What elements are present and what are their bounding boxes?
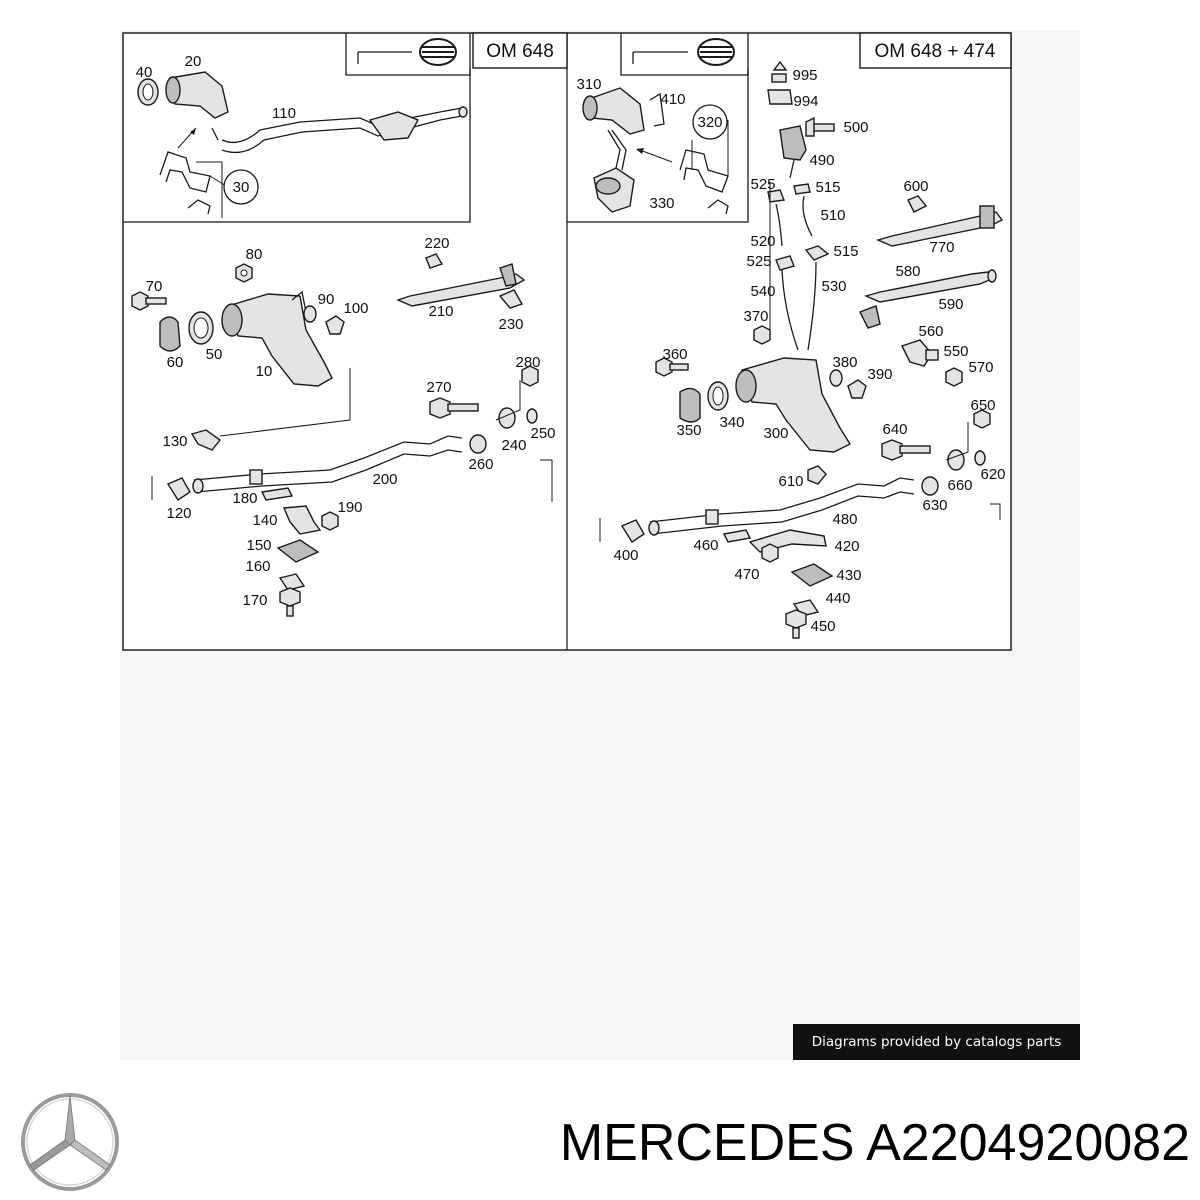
callout: 580 — [895, 263, 920, 280]
callout: 120 — [166, 505, 191, 522]
callout: 400 — [613, 547, 638, 564]
engine-symbol-icon — [419, 38, 457, 66]
engine-symbol-icon — [697, 38, 735, 66]
right-engine-label: OM 648 + 474 — [875, 41, 996, 62]
right-inset-parts — [582, 87, 729, 215]
callout: 510 — [820, 207, 845, 224]
callout: 600 — [903, 178, 928, 195]
right-engine-box — [859, 32, 1012, 69]
callout: 570 — [968, 359, 993, 376]
callout: 90 — [318, 291, 335, 308]
brand-name: MERCEDES — [559, 1114, 855, 1172]
product-title: MERCEDES A2204920082 — [405, 1108, 1190, 1178]
callout: 70 — [146, 278, 163, 295]
callout: 640 — [882, 421, 907, 438]
callout: 530 — [821, 278, 846, 295]
callout: 525 — [750, 176, 775, 193]
left-engine-symbol-box — [345, 33, 471, 76]
callout: 280 — [515, 354, 540, 371]
callout: 630 — [922, 497, 947, 514]
callout: 350 — [676, 422, 701, 439]
callout: 610 — [778, 473, 803, 490]
callout: 450 — [810, 618, 835, 635]
callout: 660 — [947, 477, 972, 494]
callout: 330 — [649, 195, 674, 212]
callout: 160 — [245, 558, 270, 575]
callout: 340 — [719, 414, 744, 431]
callout: 995 — [792, 67, 817, 84]
callout: 140 — [252, 512, 277, 529]
callout: 620 — [980, 466, 1005, 483]
callout: 200 — [372, 471, 397, 488]
callout: 390 — [867, 366, 892, 383]
right-engine-symbol-box — [620, 33, 749, 76]
callout: 420 — [834, 538, 859, 555]
mercedes-star-icon — [21, 1093, 119, 1191]
callout: 260 — [468, 456, 493, 473]
credit-badge: Diagrams provided by catalogs parts — [793, 1024, 1080, 1060]
callout: 30 — [233, 179, 250, 196]
callout: 150 — [246, 537, 271, 554]
callout: 170 — [242, 592, 267, 609]
callout: 20 — [185, 53, 202, 70]
callout: 310 — [576, 76, 601, 93]
right-main-parts — [599, 60, 1004, 639]
callout: 220 — [424, 235, 449, 252]
left-inset-parts — [137, 71, 468, 218]
right-callouts: 995 994 310 410 320 500 490 330 525 515 … — [576, 67, 1005, 635]
right-inset-box — [567, 68, 749, 223]
callout: 560 — [918, 323, 943, 340]
callout: 360 — [662, 346, 687, 363]
callout: 440 — [825, 590, 850, 607]
callout: 270 — [426, 379, 451, 396]
callout: 410 — [660, 91, 685, 108]
callout: 515 — [815, 179, 840, 196]
callout: 540 — [750, 283, 775, 300]
callout: 460 — [693, 537, 718, 554]
callout: 60 — [167, 354, 184, 371]
callout: 430 — [836, 567, 861, 584]
callout: 320 — [697, 114, 722, 131]
callout: 590 — [938, 296, 963, 313]
callout: 515 — [833, 243, 858, 260]
callout: 100 — [343, 300, 368, 317]
callout: 40 — [136, 64, 153, 81]
left-engine-box — [472, 32, 568, 69]
callout: 80 — [246, 246, 263, 263]
callout: 180 — [232, 490, 257, 507]
callout: 300 — [763, 425, 788, 442]
part-number: A2204920082 — [866, 1114, 1190, 1172]
callout: 230 — [498, 316, 523, 333]
callout: 210 — [428, 303, 453, 320]
callout: 370 — [743, 308, 768, 325]
callout: 490 — [809, 152, 834, 169]
callout: 770 — [929, 239, 954, 256]
callout: 190 — [337, 499, 362, 516]
callout: 110 — [272, 105, 296, 122]
callout: 520 — [750, 233, 775, 250]
callout: 10 — [256, 363, 273, 380]
callout: 250 — [530, 425, 555, 442]
left-main-parts — [131, 253, 553, 617]
left-inset-box — [123, 68, 471, 223]
callout: 525 — [746, 253, 771, 270]
callout: 480 — [832, 511, 857, 528]
callout: 470 — [734, 566, 759, 583]
callout: 500 — [843, 119, 868, 136]
callout: 994 — [793, 93, 818, 110]
left-engine-label: OM 648 — [486, 41, 554, 62]
callout: 380 — [832, 354, 857, 371]
callout: 650 — [970, 397, 995, 414]
callout: 50 — [206, 346, 223, 363]
callout: 550 — [943, 343, 968, 360]
callout: 130 — [162, 433, 187, 450]
callout: 240 — [501, 437, 526, 454]
left-callouts: 40 20 110 30 80 220 70 90 100 210 230 60… — [136, 53, 556, 609]
